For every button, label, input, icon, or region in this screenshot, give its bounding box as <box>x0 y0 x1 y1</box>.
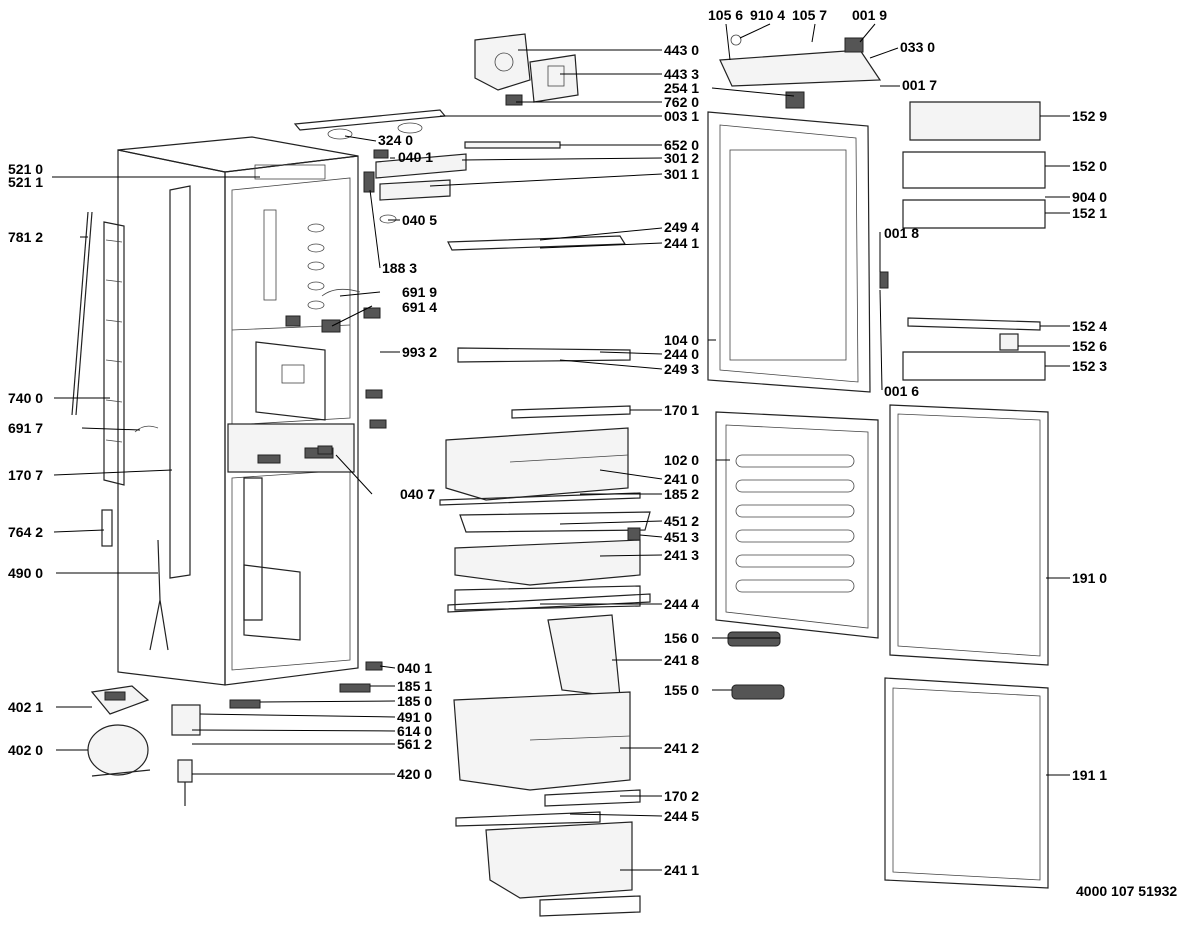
callout-521-1: 521 1 <box>8 174 43 190</box>
hardware <box>229 149 389 709</box>
callout-185-2: 185 2 <box>664 486 699 502</box>
callout-244-4: 244 4 <box>664 596 699 612</box>
callout-402-1: 402 1 <box>8 699 43 715</box>
callout-244-1: 244 1 <box>664 235 699 251</box>
callout-652-0: 652 0 <box>664 137 699 153</box>
callout-521-0: 521 0 <box>8 161 43 177</box>
callout-191-0: 191 0 <box>1072 570 1107 586</box>
callout-740-0: 740 0 <box>8 390 43 406</box>
callout-033-0: 033 0 <box>900 39 935 55</box>
callout-191-1: 191 1 <box>1072 767 1107 783</box>
callout-762-0: 762 0 <box>664 94 699 110</box>
callout-904-0: 904 0 <box>1072 189 1107 205</box>
callout-561-2: 561 2 <box>397 736 432 752</box>
callout-040-5: 040 5 <box>402 212 437 228</box>
callout-155-0: 155 0 <box>664 682 699 698</box>
callout-105-6: 105 6 <box>708 7 743 23</box>
callout-152-4: 152 4 <box>1072 318 1107 334</box>
callout-244-5: 244 5 <box>664 808 699 824</box>
compressor-group <box>87 685 201 806</box>
callout-241-0: 241 0 <box>664 471 699 487</box>
callout-170-1: 170 1 <box>664 402 699 418</box>
callout-993-2: 993 2 <box>402 344 437 360</box>
callout-249-3: 249 3 <box>664 361 699 377</box>
callout-170-7: 170 7 <box>8 467 43 483</box>
callout-labels: 105 6 910 4 105 7 001 9 443 0 033 0 443 … <box>8 7 1107 878</box>
top-parts <box>293 33 631 363</box>
callout-402-0: 402 0 <box>8 742 43 758</box>
callout-910-4: 910 4 <box>750 7 785 23</box>
callout-040-1-top: 040 1 <box>398 149 433 165</box>
callout-170-2: 170 2 <box>664 788 699 804</box>
freezer-door <box>715 411 879 639</box>
callout-241-8: 241 8 <box>664 652 699 668</box>
callout-152-1: 152 1 <box>1072 205 1107 221</box>
callout-254-1: 254 1 <box>664 80 699 96</box>
callout-490-0: 490 0 <box>8 565 43 581</box>
callout-241-3: 241 3 <box>664 547 699 563</box>
callout-691-7: 691 7 <box>8 420 43 436</box>
callout-102-0: 102 0 <box>664 452 699 468</box>
callout-001-8: 001 8 <box>884 225 919 241</box>
callout-001-6: 001 6 <box>884 383 919 399</box>
callout-040-1-bottom: 040 1 <box>397 660 432 676</box>
parts-drawing <box>71 33 1049 917</box>
callout-764-2: 764 2 <box>8 524 43 540</box>
callout-105-7: 105 7 <box>792 7 827 23</box>
callout-691-4: 691 4 <box>402 299 437 315</box>
callout-152-3: 152 3 <box>1072 358 1107 374</box>
callout-241-2: 241 2 <box>664 740 699 756</box>
callout-001-9: 001 9 <box>852 7 887 23</box>
callout-443-0: 443 0 <box>664 42 699 58</box>
callout-443-3: 443 3 <box>664 66 699 82</box>
callout-104-0: 104 0 <box>664 332 699 348</box>
callout-691-9: 691 9 <box>402 284 437 300</box>
leader-lines <box>52 23 1070 871</box>
callout-451-2: 451 2 <box>664 513 699 529</box>
callout-301-2: 301 2 <box>664 150 699 166</box>
callout-188-3: 188 3 <box>382 260 417 276</box>
callout-156-0: 156 0 <box>664 630 699 646</box>
callout-185-0: 185 0 <box>397 693 432 709</box>
callout-001-7: 001 7 <box>902 77 937 93</box>
document-number: 4000 107 51932 <box>1076 883 1177 899</box>
callout-614-0: 614 0 <box>397 723 432 739</box>
callout-152-0: 152 0 <box>1072 158 1107 174</box>
callout-241-1: 241 1 <box>664 862 699 878</box>
callout-451-3: 451 3 <box>664 529 699 545</box>
drawers <box>439 405 651 917</box>
outer-doors <box>884 404 1049 889</box>
door-shelves <box>902 101 1046 381</box>
fridge-door <box>707 111 889 393</box>
callout-152-6: 152 6 <box>1072 338 1107 354</box>
callout-324-0: 324 0 <box>378 132 413 148</box>
callout-185-1: 185 1 <box>397 678 432 694</box>
callout-420-0: 420 0 <box>397 766 432 782</box>
callout-491-0: 491 0 <box>397 709 432 725</box>
callout-249-4: 249 4 <box>664 219 699 235</box>
hinge-bracket <box>719 34 882 109</box>
callout-301-1: 301 1 <box>664 166 699 182</box>
callout-152-9: 152 9 <box>1072 108 1107 124</box>
callout-781-2: 781 2 <box>8 229 43 245</box>
condenser <box>71 211 169 651</box>
callout-003-1: 003 1 <box>664 108 699 124</box>
callout-040-7: 040 7 <box>400 486 435 502</box>
cabinet-body <box>117 136 359 686</box>
callout-244-0: 244 0 <box>664 346 699 362</box>
ice-trays <box>727 631 785 700</box>
